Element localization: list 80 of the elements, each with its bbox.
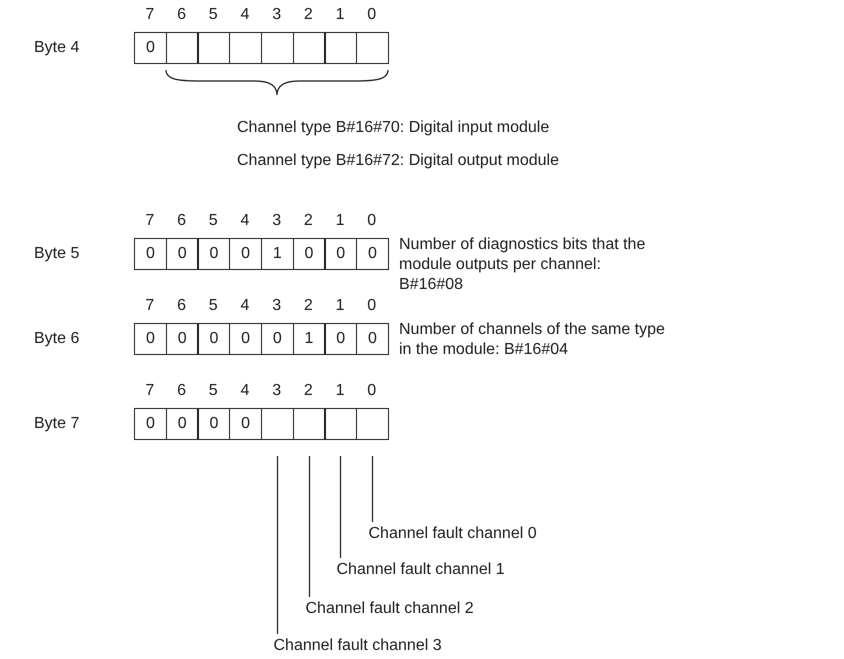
byte-label: Byte 4 xyxy=(34,38,80,58)
bit-cell: 0 xyxy=(134,32,167,64)
bit-number: 7 xyxy=(144,296,156,316)
bit-cell xyxy=(197,32,230,64)
channel-fault-label: Channel fault channel 3 xyxy=(274,636,442,656)
bit-cell: 0 xyxy=(324,323,358,355)
bit-number: 3 xyxy=(271,5,282,25)
bit-number: 0 xyxy=(366,5,378,25)
byte-label: Byte 7 xyxy=(34,414,80,434)
bit-number: 5 xyxy=(208,5,219,25)
byte-label: Byte 5 xyxy=(34,244,80,264)
bit-cell: 0 xyxy=(134,408,167,440)
bit-cell: 0 xyxy=(134,323,167,355)
bit-cell: 0 xyxy=(166,323,199,355)
bit-number: 2 xyxy=(302,5,314,25)
bit-cell xyxy=(229,32,262,64)
bit-cell: 0 xyxy=(166,238,199,270)
bit-cell xyxy=(260,32,294,64)
bit-cell xyxy=(166,32,199,64)
bit-cell: 0 xyxy=(260,323,294,355)
channel-fault-label: Channel fault channel 1 xyxy=(336,560,505,580)
bit-number: 6 xyxy=(176,5,187,25)
bit-number: 6 xyxy=(176,381,187,401)
bit-number: 6 xyxy=(176,296,187,316)
description-text: Number of diagnostics bits that the module outputs per channel: B#16#08 xyxy=(399,235,646,295)
bit-number: 3 xyxy=(271,211,282,231)
byte-label: Byte 6 xyxy=(34,329,80,349)
bit-cell: 0 xyxy=(356,323,389,355)
bit-number: 4 xyxy=(239,296,250,316)
bit-cell: 0 xyxy=(166,408,199,440)
bit-cell: 1 xyxy=(292,323,326,355)
bit-number: 2 xyxy=(302,211,314,231)
leader-line xyxy=(340,456,342,558)
bit-number: 4 xyxy=(239,211,250,231)
bit-number: 7 xyxy=(144,211,156,231)
bit-number: 2 xyxy=(302,296,314,316)
bit-cell: 0 xyxy=(229,323,262,355)
bit-number: 1 xyxy=(334,296,346,316)
bit-cell xyxy=(292,32,326,64)
bit-cell xyxy=(356,32,389,64)
bit-number: 6 xyxy=(176,211,187,231)
leader-line xyxy=(276,456,278,634)
channel-fault-label: Channel fault channel 0 xyxy=(368,524,537,544)
bit-number: 2 xyxy=(302,381,314,401)
bit-cell xyxy=(324,408,358,440)
bit-number: 3 xyxy=(271,296,282,316)
bit-cell: 0 xyxy=(197,408,230,440)
leader-line xyxy=(308,456,310,597)
bit-cell: 0 xyxy=(356,238,389,270)
description-text: Number of channels of the same type in the module: B#16#04 xyxy=(399,320,666,360)
bit-number: 1 xyxy=(334,5,346,25)
bit-cell: 1 xyxy=(260,238,294,270)
bit-number: 7 xyxy=(144,381,156,401)
bit-number: 4 xyxy=(239,381,250,401)
bit-number: 1 xyxy=(334,381,346,401)
bit-cell xyxy=(292,408,326,440)
bit-cell xyxy=(260,408,294,440)
description-text: Channel type B#16#72: Digital output module xyxy=(237,151,559,171)
bit-number: 5 xyxy=(208,296,219,316)
bit-number: 3 xyxy=(271,381,282,401)
bit-cell: 0 xyxy=(197,323,230,355)
description-text: Channel type B#16#70: Digital input module xyxy=(237,118,550,138)
bit-number: 0 xyxy=(366,211,378,231)
bit-cell: 0 xyxy=(229,238,262,270)
bit-cell: 0 xyxy=(197,238,230,270)
bit-number: 5 xyxy=(208,211,219,231)
bit-number: 5 xyxy=(208,381,219,401)
leader-line xyxy=(372,456,374,522)
bit-cell: 0 xyxy=(324,238,358,270)
channel-fault-label: Channel fault channel 2 xyxy=(306,599,474,619)
bit-number: 1 xyxy=(334,211,346,231)
bit-cell xyxy=(356,408,389,440)
bit-cell: 0 xyxy=(229,408,262,440)
bit-cell: 0 xyxy=(134,238,167,270)
bit-cell xyxy=(324,32,358,64)
bit-number: 0 xyxy=(366,381,378,401)
bit-number: 4 xyxy=(239,5,250,25)
bit-number: 7 xyxy=(144,5,156,25)
bit-number: 0 xyxy=(366,296,378,316)
bit-cell: 0 xyxy=(292,238,326,270)
